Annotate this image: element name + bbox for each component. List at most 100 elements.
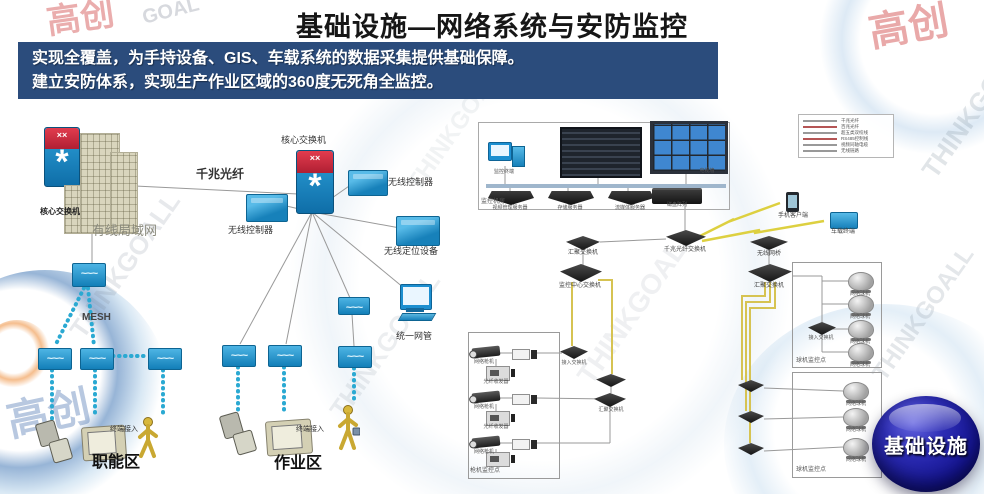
- legend-label: 千兆光纤: [841, 118, 859, 123]
- diagram-label: 球机监控点: [796, 358, 827, 364]
- diagram-label: 磁盘阵列: [666, 202, 687, 208]
- diagram-label: 光纤收发器: [483, 424, 509, 430]
- dome-camera-icon: [843, 408, 869, 429]
- label-wlc-right: 无线控制器: [388, 177, 434, 187]
- switch-icon: [594, 393, 626, 407]
- switch-icon: [596, 374, 626, 387]
- vehicle-terminal-icon: [830, 212, 858, 229]
- fiber-transceiver-icon: [512, 394, 537, 405]
- diagram-label: 汇聚交换机: [753, 283, 784, 289]
- diagram-label: 监控终端: [493, 169, 514, 175]
- legend-line-swatch: [803, 138, 837, 140]
- positioning-device-icon: [396, 216, 440, 246]
- mobile-phone-icon: [786, 192, 799, 212]
- summary-banner: 实现全覆盖，为手持设备、GIS、车载系统的数据采集提供基础保障。 建立安防体系，…: [18, 42, 718, 99]
- wireless-controller-icon: [246, 194, 288, 222]
- power-panel-icon: [486, 411, 515, 426]
- nms-keyboard: [397, 313, 437, 321]
- legend-label: 无线链路: [841, 148, 859, 153]
- label-core-switch-left: 核心交换机: [40, 207, 80, 216]
- legend-label: 视频同轴电缆: [841, 142, 868, 147]
- worker-icon: [338, 405, 360, 450]
- legend-line-swatch: [803, 132, 837, 134]
- diagram-label: 汇聚交换机: [567, 250, 598, 256]
- dome-camera-icon: [843, 438, 869, 459]
- diagram-label: 电视墙: [699, 168, 715, 174]
- access-point-icon: [222, 345, 256, 367]
- diagram-label: 接入交换机: [808, 335, 834, 341]
- fiber-transceiver-icon: [512, 439, 537, 450]
- banner-line-1: 实现全覆盖，为手持设备、GIS、车载系统的数据采集提供基础保障。: [32, 49, 524, 67]
- switch-port-pattern: ××: [45, 128, 79, 149]
- nms-computer-icon: [400, 284, 432, 310]
- label-functional-zone: 职能区: [92, 454, 141, 471]
- diagram-label: 手机客户端: [777, 213, 808, 219]
- switch-star-glyph: [45, 149, 79, 186]
- dome-camera-box: [792, 262, 882, 368]
- legend-line-swatch: [803, 150, 837, 152]
- watermark-brand-5: THINKGOALL: [915, 26, 984, 184]
- computer-screen: [403, 287, 429, 305]
- access-point-icon: [148, 348, 182, 370]
- label-terminal-access-1: 终端接入: [110, 426, 138, 433]
- legend-row: 千兆光纤: [803, 118, 889, 124]
- dome-camera-icon: [843, 382, 869, 403]
- building-icon: [64, 185, 84, 234]
- flip-phone-keypad: [232, 429, 258, 456]
- dome-camera-icon: [848, 272, 874, 293]
- diagram-label: 网络球机: [849, 339, 870, 345]
- access-point-icon: [80, 348, 114, 370]
- core-switch-icon: ××: [296, 150, 334, 214]
- diagram-label: 车载终端: [830, 229, 855, 235]
- disk-array-icon: [652, 188, 702, 204]
- page-title: 基础设施—网络系统与安防监控: [296, 12, 688, 42]
- diagram-label: 网络球机: [845, 457, 866, 463]
- diagram-label: 汇聚交换机: [598, 407, 624, 413]
- legend-row: 超五类双绞线: [803, 130, 889, 136]
- access-point-icon: [268, 345, 302, 367]
- access-point-icon: [72, 263, 106, 287]
- mini-switch-icon: [338, 297, 370, 315]
- fiber-transceiver-icon: [512, 349, 537, 360]
- diagram-label: 网络枪机: [473, 404, 494, 410]
- workstation-screen: [491, 145, 509, 156]
- diagram-label: 无线网桥: [756, 251, 781, 257]
- workstation-tower: [512, 146, 525, 167]
- switch-icon: [666, 230, 706, 246]
- bullet-camera-box: [468, 332, 560, 479]
- label-terminal-access-2: 终端接入: [296, 426, 324, 433]
- switch-icon: [748, 264, 792, 282]
- legend-row: RS485控制线: [803, 136, 889, 142]
- dome-camera-icon: [848, 343, 874, 364]
- diagram-label: 网络枪机: [473, 359, 494, 365]
- diagram-label: 千兆光纤交换机: [663, 247, 706, 253]
- infrastructure-badge-label: 基础设施: [884, 435, 968, 458]
- legend-row: 百兆光纤: [803, 124, 889, 130]
- diagram-label: 监控中心交换机: [558, 283, 601, 289]
- flip-phone-icon: [34, 417, 74, 466]
- legend-row: 无线链路: [803, 148, 889, 154]
- server-rack-icon: [560, 127, 642, 178]
- switch-icon: [560, 346, 588, 359]
- legend-label: 百兆光纤: [841, 124, 859, 129]
- label-operation-zone: 作业区: [274, 455, 323, 472]
- building-icon: [110, 152, 138, 234]
- diagram-label: 流媒体服务器: [614, 205, 645, 211]
- infrastructure-badge[interactable]: 基础设施: [872, 396, 980, 492]
- legend-label: 超五类双绞线: [841, 130, 868, 135]
- tablet-icon: [264, 418, 314, 457]
- label-positioning-device: 无线定位设备: [384, 246, 439, 256]
- label-core-switch-center: 核心交换机: [281, 135, 327, 145]
- watermark-brand-4: THINKGOALL: [867, 241, 980, 386]
- decoder-server-icon: [548, 191, 594, 205]
- nms-computer-base: [406, 308, 424, 312]
- video-wall-icon: [650, 121, 728, 174]
- switch-icon: [738, 380, 764, 392]
- label-unified-nms: 统一网管: [396, 331, 433, 341]
- legend-line-swatch: [803, 126, 837, 128]
- diagram-label: 存储服务器: [557, 205, 583, 211]
- core-switch-icon: ××: [44, 127, 80, 187]
- legend-line-swatch: [803, 120, 837, 122]
- switch-star-glyph: [297, 173, 333, 213]
